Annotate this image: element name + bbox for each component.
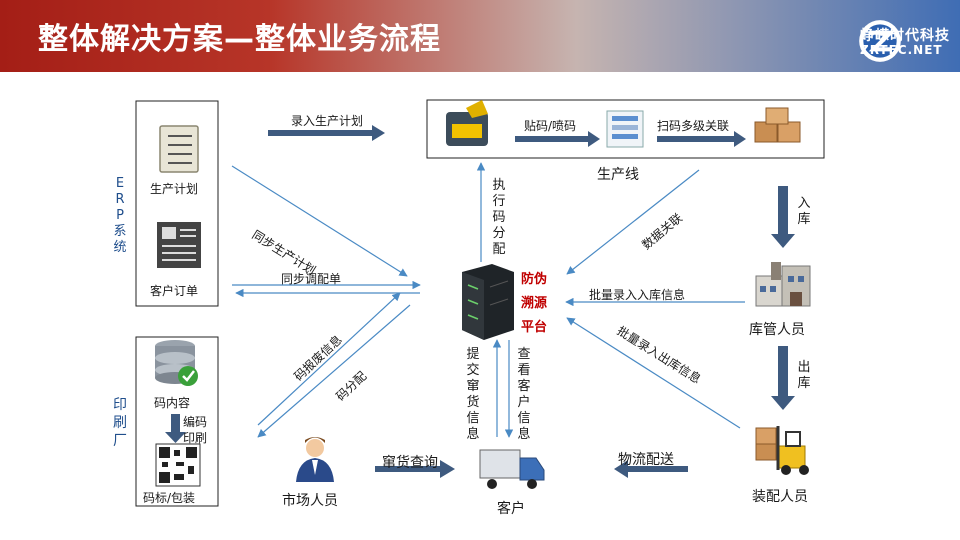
logistics-label: 物流配送 <box>618 452 674 468</box>
arrow-in-stock <box>771 186 795 248</box>
platform-label-3: 平台 <box>521 320 548 335</box>
server-icon <box>462 264 514 340</box>
encode-label-2: 印刷 <box>183 431 208 445</box>
customer-label: 客户 <box>497 501 525 517</box>
market-person-icon <box>296 437 334 482</box>
logo-cn-text: 峥嵘时代科技 <box>860 28 950 44</box>
truck-icon <box>479 449 545 489</box>
page-title: 整体解决方案—整体业务流程 <box>38 22 441 57</box>
qr-code-icon <box>155 443 201 487</box>
printer-machine-icon <box>446 100 488 146</box>
encode-print-arrow <box>165 414 186 443</box>
label-list-icon <box>606 110 644 148</box>
batch-in-label: 批量录入入库信息 <box>589 288 686 302</box>
market-label: 市场人员 <box>282 493 338 509</box>
database-icon <box>155 340 198 386</box>
arrow-scan-link <box>657 131 746 147</box>
sync-allocation-label: 同步调配单 <box>281 272 342 286</box>
zrtec-logo-icon <box>859 20 901 62</box>
submit-dump-label: 提交窜货信息 <box>466 347 480 442</box>
exec-code-label: 执行码分配 <box>492 178 506 257</box>
code-content-label: 码内容 <box>154 396 191 410</box>
platform-label-1: 防伪 <box>521 272 548 287</box>
platform-label-2: 溯源 <box>521 296 548 311</box>
arrow-enter-plan <box>268 125 385 141</box>
enter-plan-label: 录入生产计划 <box>291 114 364 128</box>
view-customer-label: 查看客户信息 <box>517 347 531 442</box>
in-stock-label: 入库 <box>797 196 811 227</box>
line-data-link <box>566 169 700 275</box>
label-print-label: 贴码/喷码 <box>524 119 577 133</box>
erp-group-label: ERP系统 <box>113 176 127 255</box>
line-code-scrap <box>257 292 401 426</box>
warehouse-building-icon <box>755 262 811 307</box>
line-sync-plan <box>231 165 408 277</box>
assembly-label: 装配人员 <box>752 489 808 505</box>
arrow-out-stock <box>771 346 795 410</box>
dump-query-label: 窜货查询 <box>382 455 438 471</box>
arrow-label-print <box>515 131 600 147</box>
code-label-packaging-label: 码标/包装 <box>143 491 196 505</box>
customer-order-label: 客户订单 <box>150 284 199 298</box>
production-plan-icon <box>159 125 199 173</box>
warehouse-label: 库管人员 <box>749 322 805 338</box>
production-line-box <box>426 99 825 159</box>
scan-link-label: 扫码多级关联 <box>657 119 730 133</box>
logo-en-text: ZRTEC.NET <box>860 43 943 57</box>
production-plan-label: 生产计划 <box>150 182 199 196</box>
customer-order-icon <box>157 222 201 268</box>
arrow-dump-query <box>375 460 455 478</box>
cartons-icon <box>754 107 801 143</box>
production-line-label: 生产线 <box>597 167 639 183</box>
line-batch-out <box>566 317 741 429</box>
erp-box <box>135 100 219 307</box>
forklift-icon <box>755 426 809 475</box>
out-stock-label: 出库 <box>797 360 811 391</box>
arrow-logistics <box>614 460 688 478</box>
printing-box <box>135 336 219 507</box>
line-code-assign <box>257 304 411 438</box>
header-banner <box>0 0 960 72</box>
encode-label-1: 编码 <box>183 415 208 429</box>
printing-group-label: 印刷厂 <box>113 397 127 449</box>
